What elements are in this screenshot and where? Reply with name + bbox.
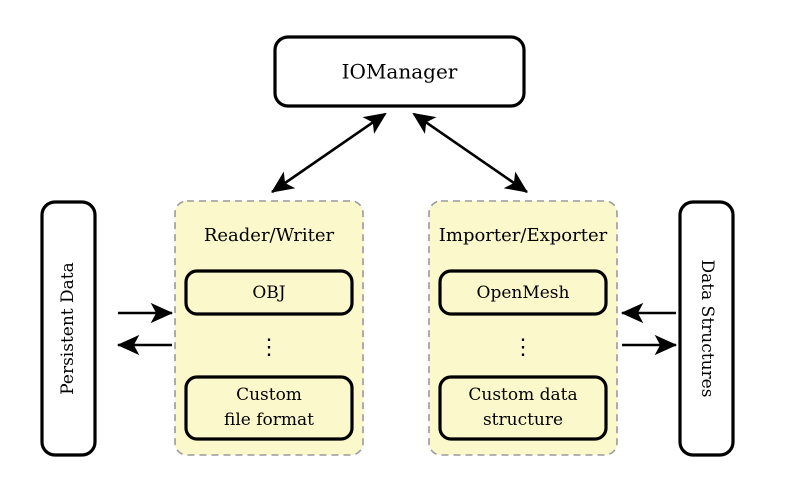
persistent-data-label: Persistent Data	[58, 262, 78, 395]
importer-exporter-label: Importer/Exporter	[439, 225, 608, 246]
custom-file-format-label-line2: file format	[224, 410, 314, 430]
arrow-manager-importer-exporter	[412, 112, 528, 194]
data-structures-box[interactable]	[678, 200, 735, 457]
data-structures-node[interactable]: Data Structures	[678, 200, 735, 457]
connector-manager-to-importer-exporter	[412, 112, 528, 194]
openmesh-box[interactable]	[438, 269, 608, 316]
obj-label: OBJ	[252, 283, 285, 303]
persistent-data-box[interactable]	[40, 200, 97, 457]
obj-node[interactable]: OBJ	[184, 269, 354, 316]
custom-data-structure-label-line1: Custom data	[468, 385, 577, 405]
custom-file-format-box[interactable]	[184, 375, 354, 441]
importer-exporter-group[interactable]: Importer/Exporter OpenMesh ⋮ Custom data…	[428, 200, 618, 456]
iomanager-node[interactable]: IOManager	[273, 35, 526, 108]
openmesh-label: OpenMesh	[477, 283, 570, 303]
arrow-manager-reader-writer	[271, 112, 387, 194]
iomanager-box[interactable]	[273, 35, 526, 108]
persistent-data-node[interactable]: Persistent Data	[40, 200, 97, 457]
custom-data-structure-node[interactable]: Custom data structure	[438, 375, 608, 441]
obj-box[interactable]	[184, 269, 354, 316]
iomanager-label: IOManager	[342, 60, 458, 84]
reader-writer-group[interactable]: Reader/Writer OBJ ⋮ Custom file format	[174, 200, 364, 456]
reader-writer-label: Reader/Writer	[204, 225, 335, 246]
openmesh-node[interactable]: OpenMesh	[438, 269, 608, 316]
custom-data-structure-box[interactable]	[438, 375, 608, 441]
connector-manager-to-reader-writer	[271, 112, 387, 194]
custom-file-format-node[interactable]: Custom file format	[184, 375, 354, 441]
custom-data-structure-label-line2: structure	[483, 410, 563, 430]
importer-exporter-ellipsis-icon: ⋮	[512, 335, 534, 360]
data-structures-label: Data Structures	[697, 260, 717, 398]
reader-writer-ellipsis-icon: ⋮	[258, 335, 280, 360]
custom-file-format-label-line1: Custom	[236, 385, 302, 405]
